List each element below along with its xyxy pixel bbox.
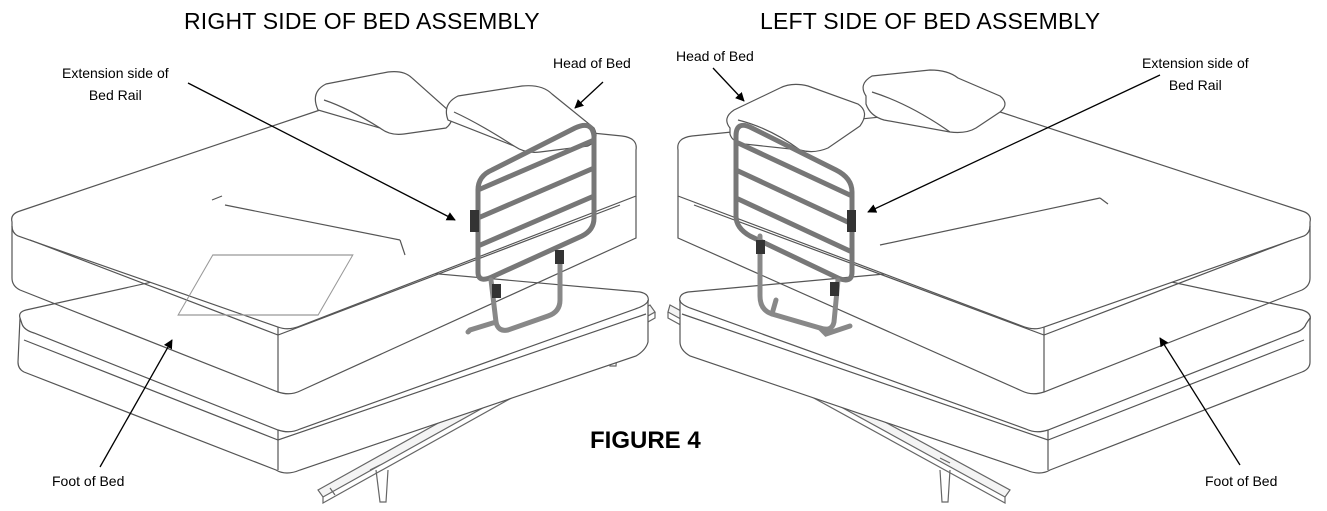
- left-callout-arrows: [712, 67, 1241, 466]
- right-extension-label-line1: Extension side of: [62, 65, 169, 81]
- left-head-arrow: [712, 67, 745, 102]
- figure-label: FIGURE 4: [590, 427, 701, 454]
- right-head-label: Head of Bed: [553, 55, 631, 71]
- right-extension-label: Extension side of Bed Rail: [62, 62, 169, 106]
- left-foot-arrow: [1159, 337, 1241, 466]
- right-foot-label: Foot of Bed: [52, 473, 125, 489]
- left-mattress: [677, 106, 1311, 395]
- left-extension-label-line2: Bed Rail: [1168, 77, 1222, 93]
- left-extension-label-line1: Extension side of: [1142, 55, 1249, 71]
- left-extension-arrow: [867, 74, 1161, 213]
- right-foot-arrow: [99, 339, 173, 468]
- right-extension-label-line2: Bed Rail: [88, 87, 142, 103]
- right-bed-assembly: [11, 71, 656, 505]
- left-head-label: Head of Bed: [676, 48, 754, 64]
- right-bed-rail: [465, 122, 597, 335]
- left-extension-label: Extension side of Bed Rail: [1142, 52, 1249, 96]
- right-mattress: [11, 106, 637, 395]
- left-foot-label: Foot of Bed: [1205, 473, 1278, 489]
- right-head-arrow: [574, 81, 604, 109]
- left-bed-rail: [733, 122, 856, 337]
- right-callout-arrows: [99, 81, 604, 468]
- left-bed-assembly: [667, 69, 1311, 505]
- right-side-title: RIGHT SIDE OF BED ASSEMBLY: [184, 8, 540, 34]
- right-extension-arrow: [187, 82, 456, 221]
- left-side-title: LEFT SIDE OF BED ASSEMBLY: [760, 8, 1101, 34]
- right-box-spring: [17, 257, 649, 474]
